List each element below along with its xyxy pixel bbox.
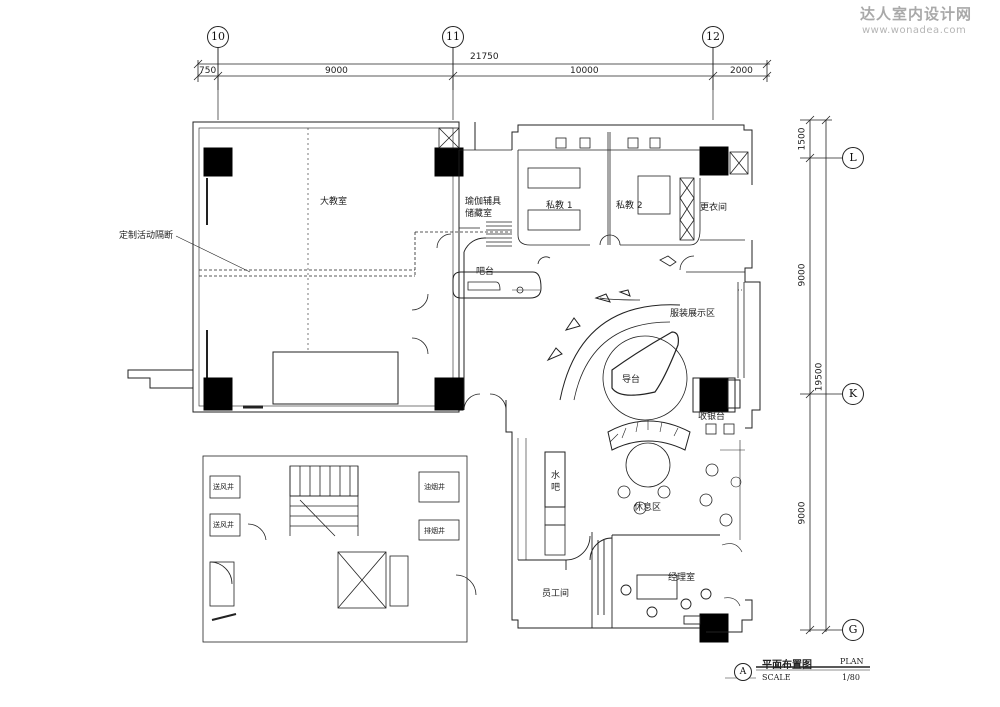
label-storage-line1: 瑜伽辅具: [465, 197, 502, 207]
label-storage-line2: 储藏室: [465, 209, 493, 219]
title-block-title: 平面布置图: [762, 660, 812, 671]
axis-marker-12: 12: [702, 26, 724, 48]
label-air-shaft-2: 送风井: [213, 521, 234, 529]
axis-marker-11: 11: [442, 26, 464, 48]
main-hall-walls: [463, 122, 761, 633]
dimension-seg-10000: 10000: [570, 66, 599, 76]
water-bar: [517, 438, 566, 560]
label-smoke-shaft: 油烟井: [424, 483, 445, 491]
label-lounge: 休息区: [634, 503, 662, 513]
label-changing-room: 更衣间: [700, 203, 728, 213]
manager-room: [589, 534, 743, 628]
dimension-right-9000-bottom: 9000: [797, 501, 808, 525]
label-staff-room: 员工间: [542, 589, 570, 599]
label-apparel-display: 服装展示区: [670, 309, 716, 319]
big-classroom-walls: [127, 121, 460, 413]
entrance-doors: [411, 293, 507, 411]
title-block-scale-label: SCALE: [762, 673, 791, 682]
cashier-counter: [692, 377, 741, 435]
title-block-scale-value: 1/80: [842, 673, 860, 682]
watermark-url: www.wonadea.com: [862, 25, 967, 36]
label-air-shaft-1: 送风井: [213, 483, 234, 491]
label-private-room-2: 私教 2: [616, 201, 643, 211]
axis-leaders: [217, 44, 714, 120]
private-rooms: [517, 132, 701, 246]
title-block-mark: A: [734, 663, 752, 681]
apparel-display: [546, 289, 681, 401]
bar-counter: [452, 256, 551, 299]
label-partition: 定制活动隔断: [119, 231, 174, 241]
dimension-total-width: 21750: [470, 52, 499, 62]
axis-marker-10: 10: [207, 26, 229, 48]
right-shelves: [737, 282, 745, 378]
label-water-bar-line1: 水: [551, 471, 561, 481]
storage-room: [415, 127, 512, 249]
dimension-seg-750: 750: [199, 66, 217, 76]
label-private-room-1: 私教 1: [546, 201, 573, 211]
top-dimension-lines: [193, 46, 772, 90]
dimension-right-1500: 1500: [797, 127, 808, 151]
dimension-right-total: 19500: [814, 362, 825, 392]
label-water-bar-line2: 吧: [551, 483, 561, 493]
dimension-right-9000-top: 9000: [797, 263, 808, 287]
dimension-seg-9000: 9000: [325, 66, 348, 76]
title-block-plan: PLAN: [840, 657, 864, 666]
label-manager-room: 经理室: [668, 573, 696, 583]
right-dimension-lines: [800, 115, 850, 635]
stair-shaft-block: [202, 455, 477, 643]
label-big-classroom: 大教室: [320, 197, 348, 207]
structural-columns: [203, 146, 729, 643]
dimension-seg-2000: 2000: [730, 66, 753, 76]
axis-marker-K: K: [842, 383, 864, 405]
changing-room: [659, 151, 749, 273]
label-reception: 导台: [622, 375, 641, 385]
reception-island: [602, 331, 688, 421]
axis-marker-G: G: [842, 619, 864, 641]
label-exhaust-shaft: 排烟井: [424, 527, 445, 535]
watermark-name: 达人室内设计网: [860, 5, 973, 23]
label-bar-counter: 吧台: [476, 267, 495, 277]
lounge-area: [607, 420, 745, 540]
label-cashier: 收银台: [698, 412, 726, 422]
staff-room: [518, 532, 605, 628]
axis-marker-L: L: [842, 147, 864, 169]
